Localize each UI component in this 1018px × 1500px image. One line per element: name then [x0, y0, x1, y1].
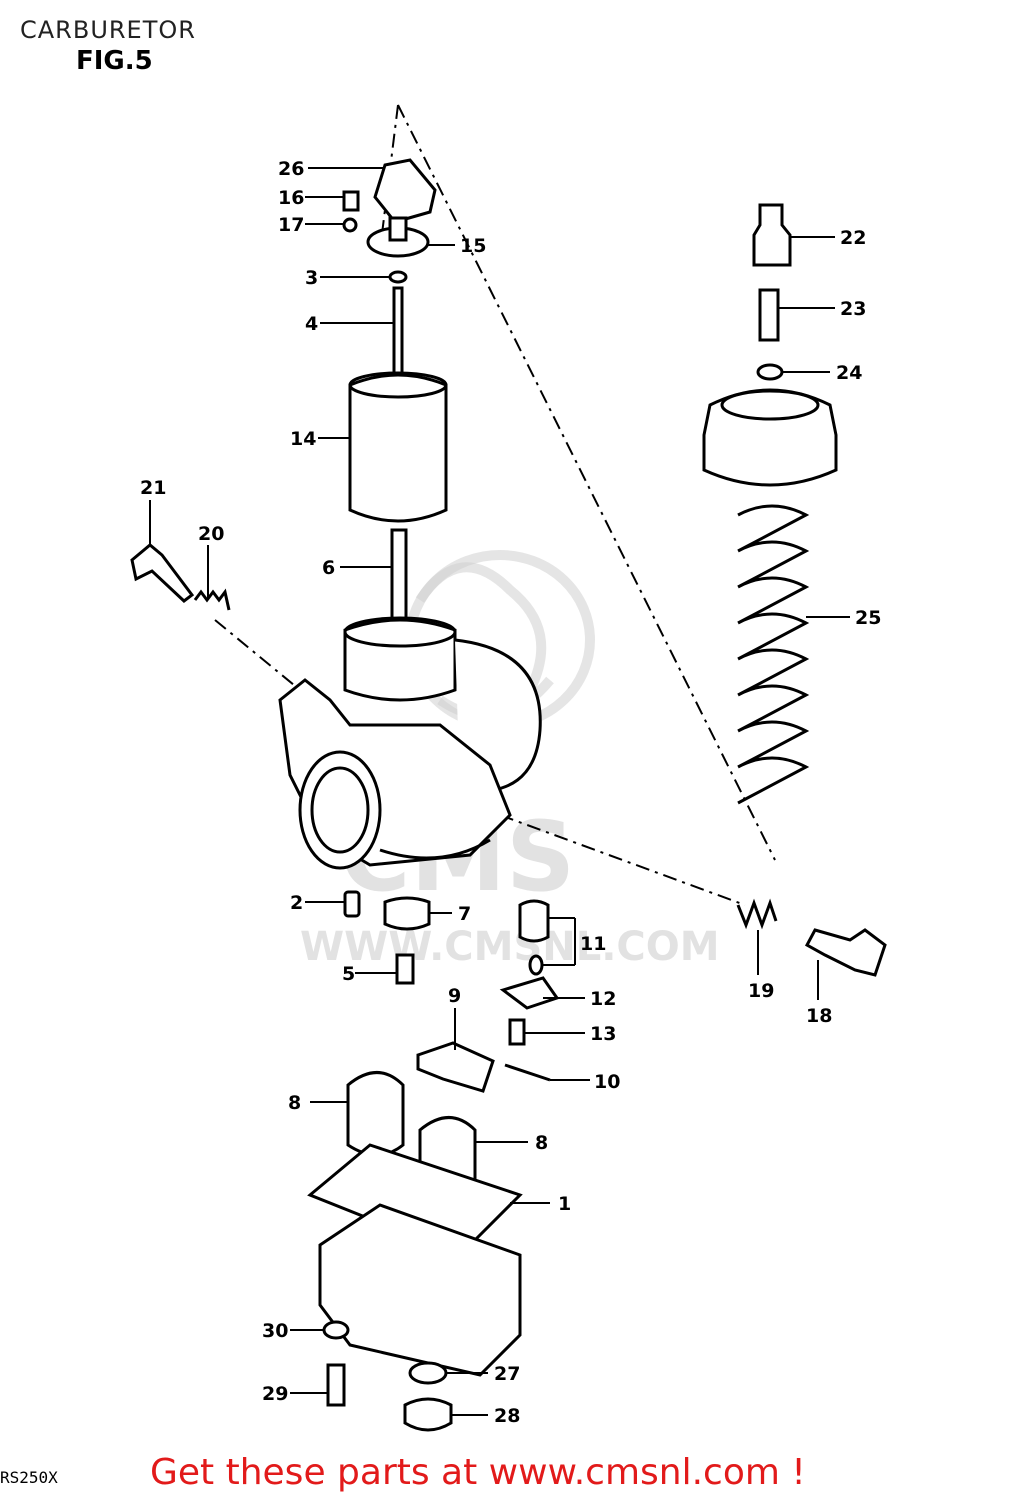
callout-18: 18 — [806, 1005, 832, 1027]
part-26-cap — [373, 158, 437, 224]
part-23-nut — [758, 288, 780, 342]
part-3-clip — [388, 270, 408, 284]
part-8-float-left — [346, 1071, 405, 1157]
callout-29: 29 — [262, 1383, 288, 1405]
callout-30: 30 — [262, 1320, 288, 1342]
callout-12: 12 — [590, 988, 616, 1010]
part-21-pilot-screw — [130, 543, 195, 603]
part-30-washer — [322, 1320, 350, 1340]
callout-5: 5 — [342, 963, 355, 985]
callout-1: 1 — [558, 1193, 571, 1215]
callout-8-right: 8 — [535, 1132, 548, 1154]
callout-25: 25 — [855, 607, 881, 629]
part-2-jet — [343, 890, 361, 918]
callout-4: 4 — [305, 313, 318, 335]
callout-23: 23 — [840, 298, 866, 320]
model-code: RS250X — [0, 1468, 58, 1487]
part-28-drain-plug — [403, 1397, 453, 1432]
callout-numbers: 26 16 17 15 3 4 14 21 20 6 22 23 24 25 2… — [140, 158, 881, 1427]
part-22-adjuster — [752, 203, 792, 267]
part-5-main-jet — [395, 953, 415, 985]
carburetor-top-cap — [702, 388, 838, 487]
part-12-clip — [499, 976, 560, 1010]
part-29-bolt — [326, 1363, 346, 1407]
part-16-screw — [342, 190, 360, 212]
page-title: CARBURETOR — [20, 16, 196, 44]
part-7-holder — [383, 896, 431, 931]
part-18-air-screw — [804, 928, 887, 977]
part-11-float-valve — [518, 899, 550, 943]
callout-28: 28 — [494, 1405, 520, 1427]
part-17-washer — [342, 217, 358, 233]
part-11-needle — [528, 954, 544, 976]
carburetor-body — [278, 616, 542, 870]
assembly-lines — [214, 104, 776, 906]
callout-14: 14 — [290, 428, 316, 450]
callout-2: 2 — [290, 892, 303, 914]
float-bowl — [318, 1203, 522, 1377]
callout-7: 7 — [458, 903, 471, 925]
leader-lines — [149, 167, 850, 1416]
part-9-float-arm — [416, 1041, 495, 1093]
part-27-o-ring — [408, 1361, 448, 1385]
callout-27: 27 — [494, 1363, 520, 1385]
callout-24: 24 — [836, 362, 862, 384]
parts-shop-link[interactable]: Get these parts at www.cmsnl.com ! — [150, 1452, 806, 1493]
part-20-spring — [193, 588, 231, 611]
watermark-url: WWW.CMSNL.COM — [300, 924, 720, 970]
callout-16: 16 — [278, 187, 304, 209]
part-25-spring — [737, 504, 810, 805]
callout-8-left: 8 — [288, 1092, 301, 1114]
callout-26: 26 — [278, 158, 304, 180]
part-14-throttle-valve — [348, 373, 448, 523]
callout-19: 19 — [748, 980, 774, 1002]
part-19-spring — [736, 898, 778, 930]
figure-label: FIG.5 — [76, 46, 153, 76]
part-10-pin — [504, 1063, 551, 1082]
callout-11: 11 — [580, 933, 606, 955]
callout-13: 13 — [590, 1023, 616, 1045]
callout-6: 6 — [322, 557, 335, 579]
callout-21: 21 — [140, 477, 166, 499]
callout-10: 10 — [594, 1071, 620, 1093]
part-24-washer — [756, 363, 784, 381]
callout-15: 15 — [460, 235, 486, 257]
callout-17: 17 — [278, 214, 304, 236]
callout-22: 22 — [840, 227, 866, 249]
callout-3: 3 — [305, 267, 318, 289]
part-13-screw — [508, 1018, 526, 1046]
callout-20: 20 — [198, 523, 224, 545]
callout-9: 9 — [448, 985, 461, 1007]
part-15-post — [388, 216, 408, 242]
